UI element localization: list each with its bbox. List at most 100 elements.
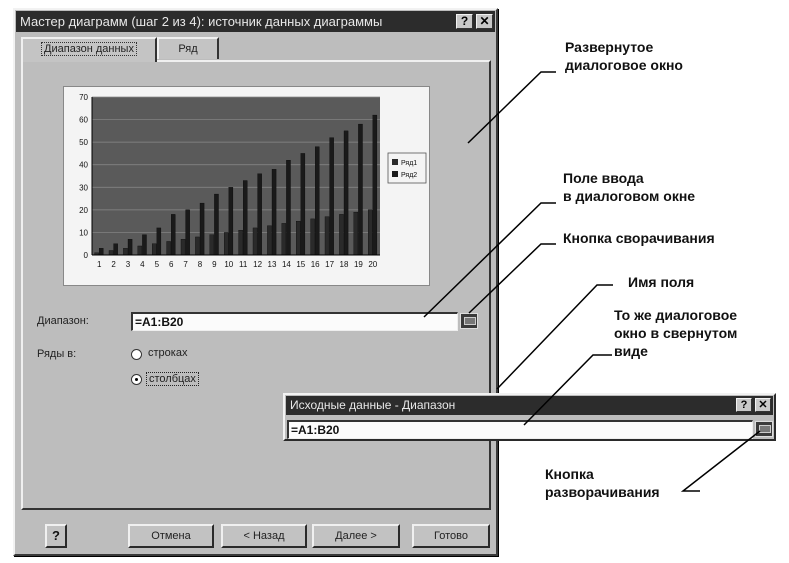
close-icon: ✕ [758,399,768,411]
bar-1 [339,214,344,256]
bar-2 [156,227,162,256]
y-tick-label: 50 [79,138,88,147]
chart-wizard-dialog: Мастер диаграмм (шаг 2 из 4): источник д… [13,8,498,556]
question-icon: ? [740,399,748,411]
x-tick-label: 6 [169,260,174,269]
expand-button[interactable] [755,421,773,437]
bar-2 [286,160,291,256]
bar-1 [267,225,272,256]
bar-2 [315,146,320,256]
y-tick-label: 20 [79,206,88,215]
legend-entry: Ряд2 [401,172,417,179]
bar-2 [142,234,147,256]
bar-1 [368,209,373,256]
bar-1 [353,211,359,256]
bar-2 [343,130,349,256]
bar-1 [166,241,171,256]
tab-data-range[interactable]: Диапазон данных [21,37,157,62]
collapse-button[interactable] [460,313,478,329]
x-tick-label: 15 [296,260,305,269]
range-input[interactable]: =A1:B20 [131,312,458,331]
y-tick-label: 0 [84,251,89,260]
bar-1 [281,223,287,256]
collapsed-title: Исходные данные - Диапазон [290,398,456,412]
x-tick-label: 19 [354,260,363,269]
radio-columns-label: столбцах [146,372,199,386]
question-icon: ? [52,528,60,543]
radio-columns[interactable] [131,374,142,385]
y-tick-label: 40 [79,161,88,170]
x-tick-label: 8 [198,260,203,269]
callout-expanded-dialog-text: Развернутое диалоговое окно [565,39,683,73]
tab-series[interactable]: Ряд [157,37,219,59]
bar-1 [108,250,114,256]
bar-2 [300,153,306,256]
question-icon: ? [460,14,469,28]
x-tick-label: 5 [155,260,160,269]
collapsed-close-button[interactable]: ✕ [755,398,771,412]
bar-2 [329,137,334,256]
x-tick-label: 13 [268,260,277,269]
x-tick-label: 14 [282,260,291,269]
callout-collapsed-view-text: То же диалоговое окно в свернутом виде [614,307,738,359]
bar-2 [113,243,118,256]
collapsed-title-bar[interactable]: Исходные данные - Диапазон ? ✕ [286,396,773,415]
x-tick-label: 9 [212,260,217,269]
x-tick-label: 10 [224,260,233,269]
bar-2 [99,248,104,256]
help-button[interactable]: ? [45,524,67,548]
collapsed-dialog: Исходные данные - Диапазон ? ✕ =A1:B20 [283,393,776,441]
callout-expand-button-text: Кнопка разворачивания [545,466,660,500]
collapsed-help-button[interactable]: ? [736,398,752,412]
x-tick-label: 18 [340,260,349,269]
x-tick-label: 2 [111,260,116,269]
callout-expand-button: Кнопка разворачивания [545,465,660,501]
tab-data-range-label: Диапазон данных [41,42,137,56]
back-button[interactable]: < Назад [221,524,307,548]
callout-collapse-button: Кнопка сворачивания [563,230,715,246]
x-tick-label: 4 [140,260,145,269]
x-tick-label: 12 [253,260,262,269]
callout-input-field-text: Поле ввода в диалоговом окне [563,170,696,204]
plot-area [92,97,380,255]
legend-box [387,152,427,184]
x-tick-label: 20 [368,260,377,269]
bar-1 [123,248,128,256]
radio-rows-label: строках [148,347,188,359]
bar-1 [152,243,157,256]
bar-2 [243,180,248,256]
bar-1 [180,239,186,256]
y-tick-label: 70 [79,93,88,102]
x-tick-label: 1 [97,260,102,269]
help-title-button[interactable]: ? [456,14,473,29]
wizard-title-bar[interactable]: Мастер диаграмм (шаг 2 из 4): источник д… [16,11,495,32]
bar-1 [238,230,243,256]
bar-1 [137,245,143,256]
legend-swatch [392,159,398,165]
tab-series-label: Ряд [178,43,198,55]
finish-button[interactable]: Готово [412,524,490,548]
bar-2 [214,193,219,256]
range-label: Диапазон: [37,315,89,327]
bar-2 [171,214,176,256]
bar-2 [372,114,378,256]
bar-1 [296,220,301,256]
series-in-label: Ряды в: [37,348,77,360]
bar-2 [228,187,234,256]
close-icon: ✕ [479,14,490,28]
bar-2 [257,173,262,256]
cancel-button[interactable]: Отмена [128,524,214,548]
collapsed-range-input[interactable]: =A1:B20 [287,420,753,439]
radio-rows[interactable] [131,349,142,360]
next-button[interactable]: Далее > [312,524,400,548]
bar-1 [252,227,258,256]
close-title-button[interactable]: ✕ [476,14,493,29]
bar-2 [199,202,205,256]
x-tick-label: 16 [311,260,320,269]
x-tick-label: 7 [183,260,188,269]
legend-entry: Ряд1 [401,160,417,167]
callout-field-name: Имя поля [628,274,695,290]
callout-input-field: Поле ввода в диалоговом окне [563,169,695,205]
